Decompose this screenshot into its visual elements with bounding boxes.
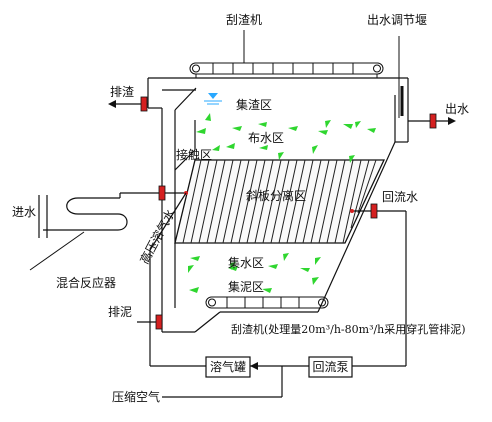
hp-dissolved-air-water-label: 高压溶气水	[136, 206, 177, 266]
dissolved-air-tank-label: 溶气罐	[210, 359, 246, 374]
hp-air-water-pipe	[149, 192, 206, 367]
slag-zone-label: 集渣区	[236, 97, 272, 112]
sludge-zone-label: 集泥区	[228, 279, 264, 294]
mixing-reactor-leader	[29, 231, 85, 271]
reflux-water-pipe	[350, 203, 407, 367]
inlet-label: 进水	[12, 205, 36, 219]
top-scraper	[189, 62, 384, 78]
scraper-label: 刮渣机	[226, 13, 262, 27]
sludge-discharge-label: 排泥	[108, 305, 132, 319]
dissolved-air-tank: 溶气罐	[205, 356, 251, 378]
reflux-water-label: 回流水	[382, 190, 418, 204]
bottom-scraper	[205, 296, 329, 309]
process-connections	[162, 362, 309, 398]
outlet-label: 出水	[445, 102, 469, 116]
outlet-weir-label: 出水调节堰	[367, 13, 427, 27]
slag-discharge-pipe	[108, 96, 148, 112]
flow-arrows	[188, 113, 376, 293]
water-surface-marker	[204, 93, 222, 105]
slag-discharge-label: 排渣	[110, 85, 134, 99]
reflux-pump-label: 回流泵	[312, 360, 348, 374]
mixing-reactor-label: 混合反应器	[56, 275, 116, 290]
water-collection-zone-label: 集水区	[228, 255, 264, 270]
sludge-discharge-pipe	[137, 314, 163, 330]
compressed-air-label: 压缩空气	[112, 389, 160, 404]
bottom-scraper-note: 刮渣机(处理量20m³/h-80m³/h采用穿孔管排泥)	[231, 322, 466, 336]
inlet-pipe	[120, 185, 188, 201]
inclined-plate-zone	[174, 159, 386, 244]
inclined-plate-zone-label: 斜板分离区	[246, 188, 306, 203]
outlet-pipe	[408, 113, 456, 129]
tank-outline	[147, 77, 409, 333]
outlet-weir	[398, 36, 404, 118]
contact-zone-label: 接触区	[176, 147, 212, 162]
mixing-reactor-coil	[38, 193, 128, 238]
reflux-pump: 回流泵	[308, 356, 353, 378]
distribution-zone-label: 布水区	[248, 131, 284, 145]
